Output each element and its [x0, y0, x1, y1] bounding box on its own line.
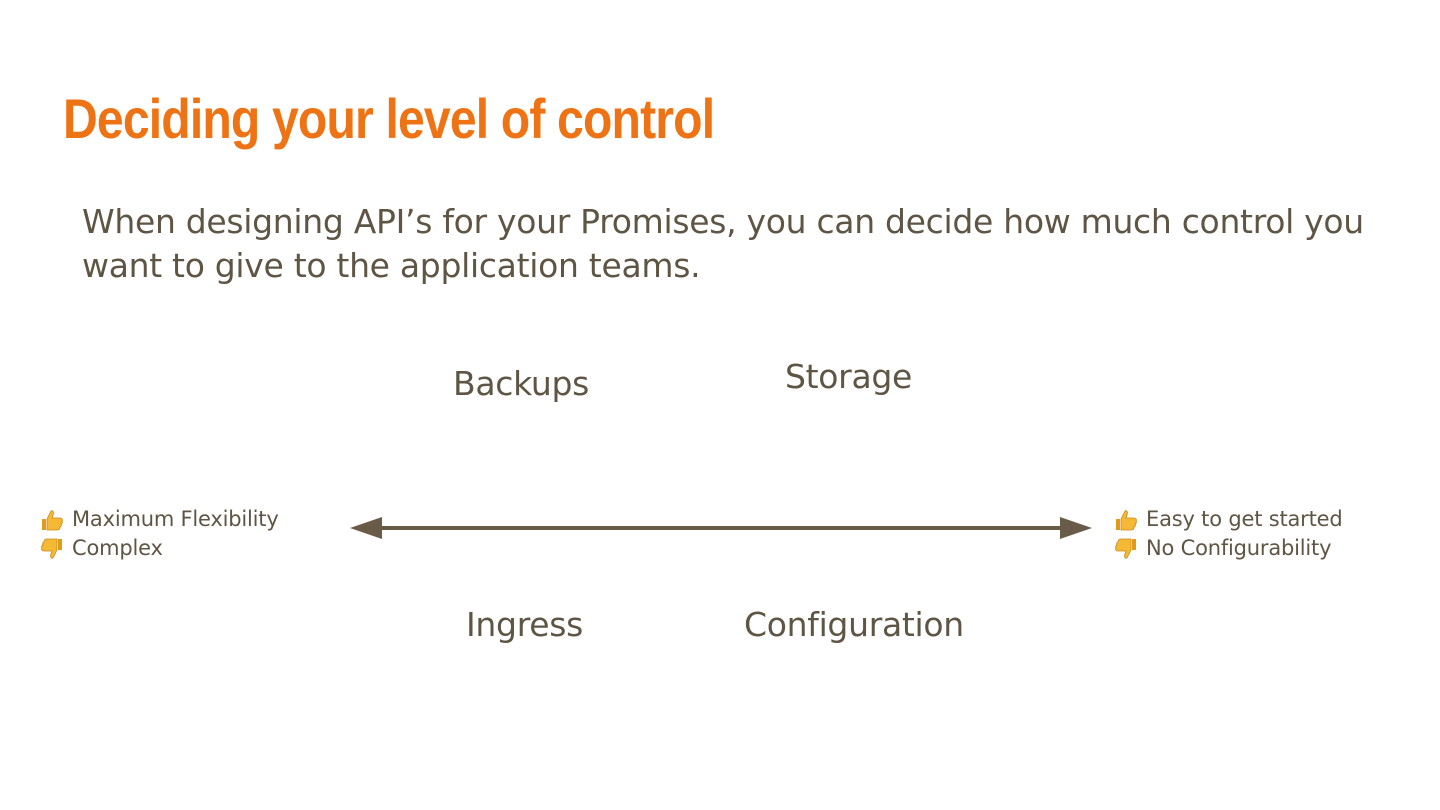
- slide-title: Deciding your level of control: [63, 87, 715, 150]
- thumbs-up-icon: [1112, 507, 1140, 533]
- label-backups: Backups: [453, 364, 590, 403]
- arrow-left-icon: [350, 517, 382, 539]
- right-con-row: No Configurability: [1112, 534, 1342, 563]
- left-end-notes: Maximum Flexibility Complex: [38, 505, 279, 563]
- label-storage: Storage: [785, 357, 913, 396]
- left-pro-row: Maximum Flexibility: [38, 505, 279, 534]
- right-con-text: No Configurability: [1146, 536, 1332, 560]
- left-con-text: Complex: [72, 536, 163, 560]
- left-con-row: Complex: [38, 534, 279, 563]
- right-pro-text: Easy to get started: [1146, 507, 1343, 531]
- label-configuration: Configuration: [744, 605, 964, 644]
- thumbs-down-icon: [1112, 536, 1140, 562]
- label-ingress: Ingress: [466, 605, 584, 644]
- double-arrow-axis: [350, 517, 1092, 539]
- slide-subtitle: When designing API’s for your Promises, …: [82, 202, 1364, 285]
- thumbs-down-icon: [38, 536, 66, 562]
- thumbs-up-icon: [38, 507, 66, 533]
- right-pro-row: Easy to get started: [1112, 505, 1343, 534]
- arrow-right-icon: [1060, 517, 1092, 539]
- right-end-notes: Easy to get started No Configurability: [1112, 505, 1343, 563]
- left-pro-text: Maximum Flexibility: [72, 507, 279, 531]
